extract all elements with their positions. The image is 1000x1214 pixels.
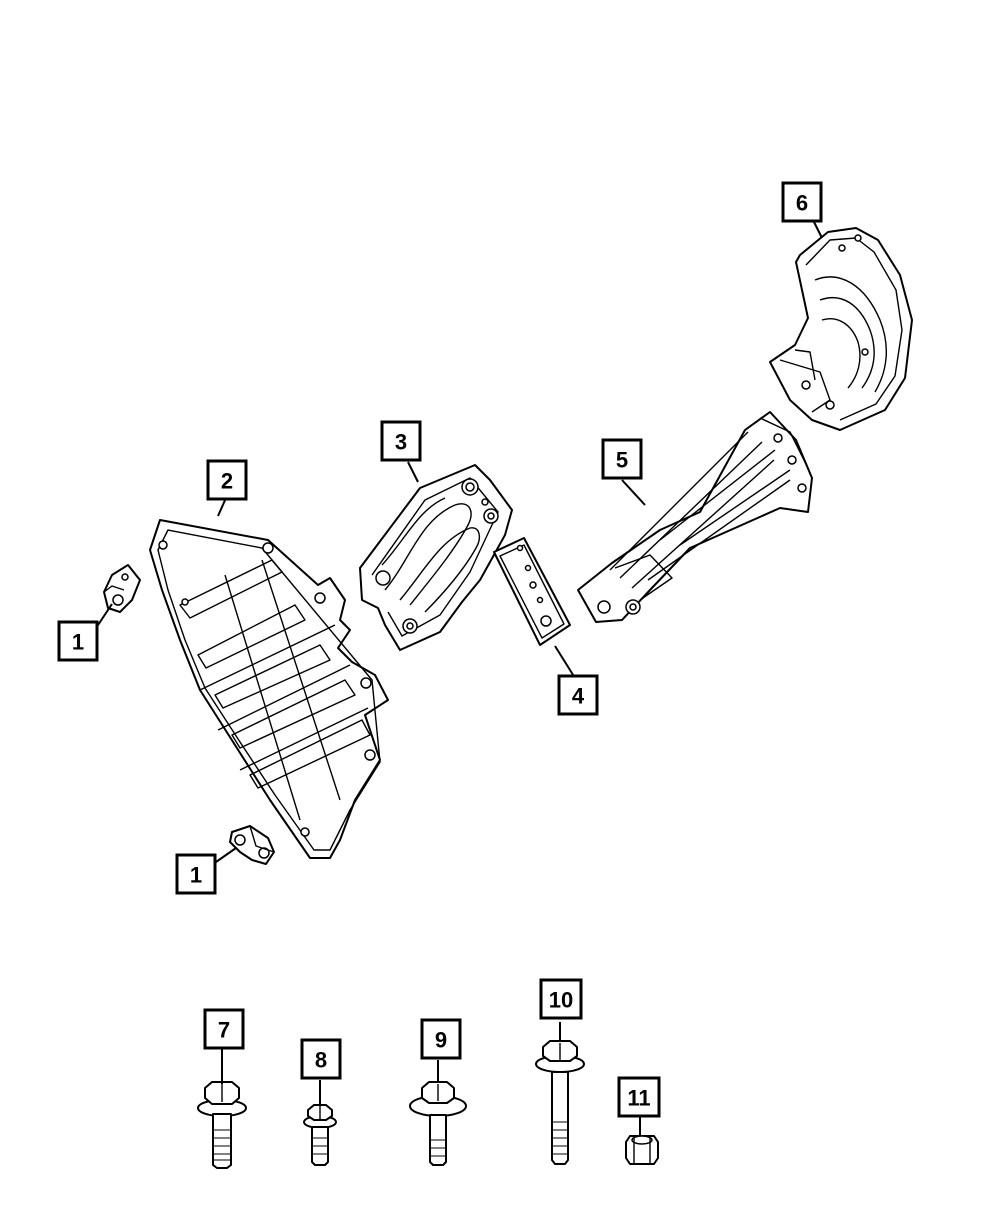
callout-label: 10 (549, 988, 573, 1013)
part-6-shield[interactable] (769, 227, 913, 431)
callout-9[interactable]: 9 (420, 1018, 462, 1060)
leader-lines (95, 221, 823, 1136)
callout-10[interactable]: 10 (539, 978, 583, 1020)
callout-label: 1 (72, 630, 84, 655)
callout-6[interactable]: 6 (781, 181, 823, 223)
part-7-flange-bolt[interactable] (197, 1081, 247, 1169)
part-9-washer-bolt[interactable] (409, 1081, 467, 1166)
part-10-long-bolt[interactable] (535, 1040, 585, 1165)
callout-label: 8 (315, 1048, 327, 1073)
part-3-skid-plate[interactable] (359, 464, 513, 651)
callout-label: 2 (221, 469, 233, 494)
part-8-bolt[interactable] (303, 1104, 337, 1166)
callout-label: 4 (572, 684, 585, 709)
part-5-cross-member[interactable] (577, 411, 813, 623)
part-11-nut[interactable] (625, 1135, 659, 1165)
callout-label: 7 (218, 1018, 230, 1043)
callout-label: 5 (616, 448, 628, 473)
part-1-bracket-upper[interactable] (103, 564, 141, 613)
part-2-skid-plate[interactable] (149, 519, 389, 859)
callout-5[interactable]: 5 (601, 438, 643, 480)
callout-8[interactable]: 8 (300, 1038, 342, 1080)
callout-label: 6 (796, 191, 808, 216)
callout-2[interactable]: 2 (206, 459, 248, 501)
callout-3[interactable]: 3 (380, 420, 422, 462)
callout-label: 9 (435, 1028, 447, 1053)
callout-label: 3 (395, 430, 407, 455)
callout-1-upper[interactable]: 1 (57, 620, 99, 662)
callout-4[interactable]: 4 (557, 674, 599, 716)
part-4-reinforcement-plate[interactable] (493, 537, 571, 646)
callout-7[interactable]: 7 (203, 1008, 245, 1050)
callout-label: 11 (627, 1086, 650, 1111)
callout-1-lower[interactable]: 1 (175, 853, 217, 895)
callout-label: 1 (190, 863, 202, 888)
part-1-bracket-lower[interactable] (229, 825, 275, 865)
callout-11[interactable]: 11 (617, 1076, 661, 1118)
